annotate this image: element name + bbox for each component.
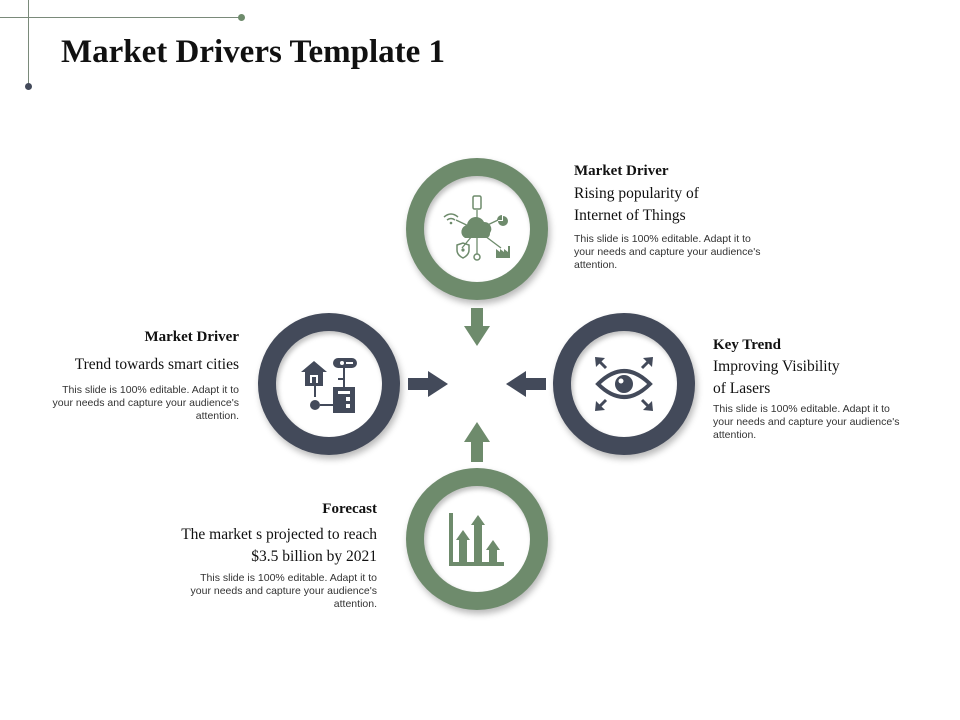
slide-title: Market Drivers Template 1 <box>61 34 445 70</box>
left-driver-body-2: your needs and capture your audience's <box>52 397 239 409</box>
smart-city-icon <box>301 358 357 413</box>
bottom-forecast-ring <box>406 468 548 610</box>
bottom-forecast-subtitle-1: The market s projected to reach <box>181 526 377 543</box>
right-trend-subtitle-2: of Lasers <box>713 380 771 397</box>
top-driver-body-1: This slide is 100% editable. Adapt it to <box>574 233 751 245</box>
right-trend-ring <box>553 313 695 455</box>
bottom-forecast-heading: Forecast <box>322 501 377 517</box>
left-driver-body-1: This slide is 100% editable. Adapt it to <box>62 384 239 396</box>
right-trend-body-1: This slide is 100% editable. Adapt it to <box>713 403 890 415</box>
decor-vertical-line <box>28 0 29 86</box>
left-driver-heading: Market Driver <box>144 329 239 345</box>
decor-horizontal-line <box>0 17 242 18</box>
right-trend-heading: Key Trend <box>713 337 781 353</box>
right-trend-subtitle-1: Improving Visibility <box>713 358 840 375</box>
decor-dot-bottom <box>25 83 32 90</box>
top-driver-text: Market Driver Rising popularity of Inter… <box>574 162 814 272</box>
top-driver-heading: Market Driver <box>574 163 669 179</box>
iot-cloud-network-icon <box>443 195 510 261</box>
top-driver-subtitle-2: Internet of Things <box>574 207 686 224</box>
eye-vision-icon <box>595 357 653 411</box>
left-driver-subtitle-1: Trend towards smart cities <box>74 356 239 373</box>
top-driver-body-2: your needs and capture your audience's <box>574 246 761 258</box>
bottom-forecast-subtitle-2: $3.5 billion by 2021 <box>251 548 377 565</box>
right-trend-body-2: your needs and capture your audience's <box>713 416 900 428</box>
top-driver-subtitle-1: Rising popularity of <box>574 185 699 202</box>
left-driver-text: Market Driver Trend towards smart cities… <box>0 328 239 423</box>
bottom-forecast-body-2: your needs and capture your audience's <box>190 585 377 597</box>
bottom-forecast-text: Forecast The market s projected to reach… <box>117 500 377 611</box>
bottom-forecast-body-3: attention. <box>333 598 377 610</box>
bottom-forecast-body-1: This slide is 100% editable. Adapt it to <box>200 572 377 584</box>
growth-bar-chart-icon <box>449 513 504 566</box>
left-driver-ring <box>258 313 400 455</box>
decor-dot-right <box>238 14 245 21</box>
left-driver-body-3: attention. <box>195 410 239 422</box>
top-driver-body-3: attention. <box>574 259 618 271</box>
right-trend-body-3: attention. <box>713 429 757 441</box>
top-driver-ring <box>406 158 548 300</box>
right-trend-text: Key Trend Improving Visibility of Lasers… <box>713 336 953 442</box>
